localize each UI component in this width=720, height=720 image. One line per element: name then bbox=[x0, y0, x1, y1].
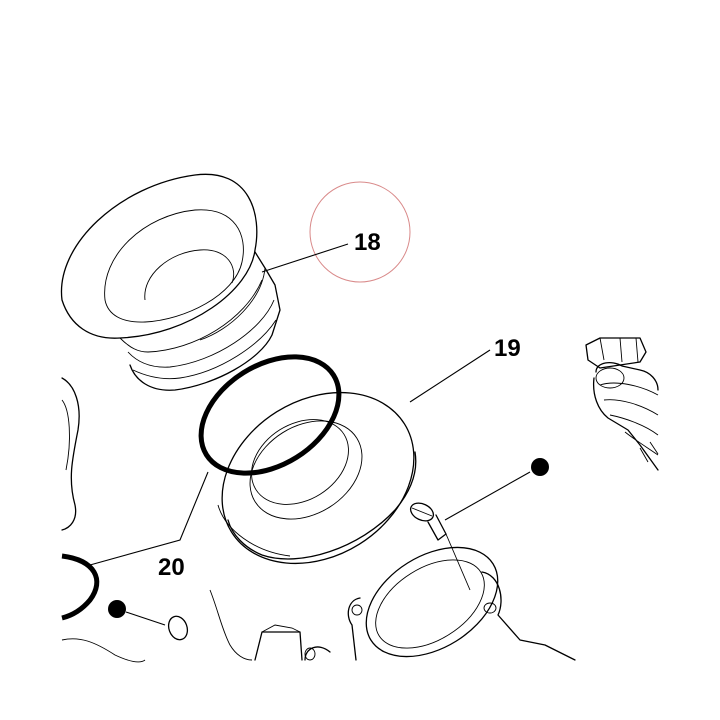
left-housing-fragment bbox=[61, 377, 146, 663]
part-20-o-ring bbox=[198, 354, 342, 476]
callout-20: 20 bbox=[158, 554, 185, 581]
throttle-body-housing bbox=[209, 546, 576, 661]
callout-18: 18 bbox=[354, 229, 381, 256]
leader-line-20 bbox=[89, 471, 209, 566]
part-19-flange-gasket bbox=[217, 391, 417, 565]
fuel-injector bbox=[585, 337, 659, 471]
small-o-ring bbox=[108, 600, 189, 641]
leader-line-19 bbox=[409, 349, 491, 403]
highlight-circle bbox=[309, 181, 411, 283]
part-18-intake-funnel bbox=[60, 173, 281, 391]
screw bbox=[409, 458, 549, 591]
leader-line-18 bbox=[261, 243, 349, 273]
callout-19: 19 bbox=[494, 335, 521, 362]
